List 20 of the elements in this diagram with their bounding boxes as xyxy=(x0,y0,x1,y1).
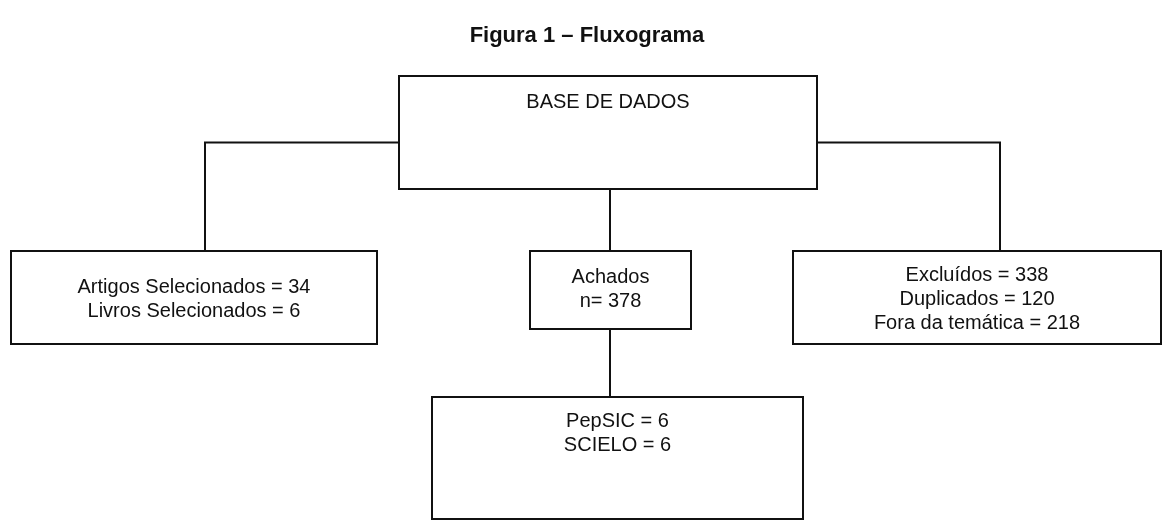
connector-line xyxy=(204,141,399,251)
connector-line xyxy=(609,189,611,251)
box-text: Achados xyxy=(571,264,650,288)
box-text: Fora da temática = 218 xyxy=(873,310,1081,334)
box-text: n= 378 xyxy=(579,288,642,312)
box-text: Duplicados = 120 xyxy=(899,286,1055,310)
process-box xyxy=(398,75,818,190)
process-box xyxy=(10,250,378,345)
box-text: Excluídos = 338 xyxy=(905,262,1049,286)
process-box xyxy=(792,250,1162,345)
process-box xyxy=(529,250,692,330)
connector-line xyxy=(817,141,1001,251)
box-text: SCIELO = 6 xyxy=(563,432,672,456)
box-text: BASE DE DADOS xyxy=(526,89,690,113)
box-text: Artigos Selecionados = 34 xyxy=(77,274,311,298)
figure-title: Figura 1 – Fluxograma xyxy=(468,22,706,48)
process-box xyxy=(431,396,804,520)
box-text: Livros Selecionados = 6 xyxy=(87,298,301,322)
box-text: PepSIC = 6 xyxy=(566,408,669,432)
connector-line xyxy=(609,329,611,397)
